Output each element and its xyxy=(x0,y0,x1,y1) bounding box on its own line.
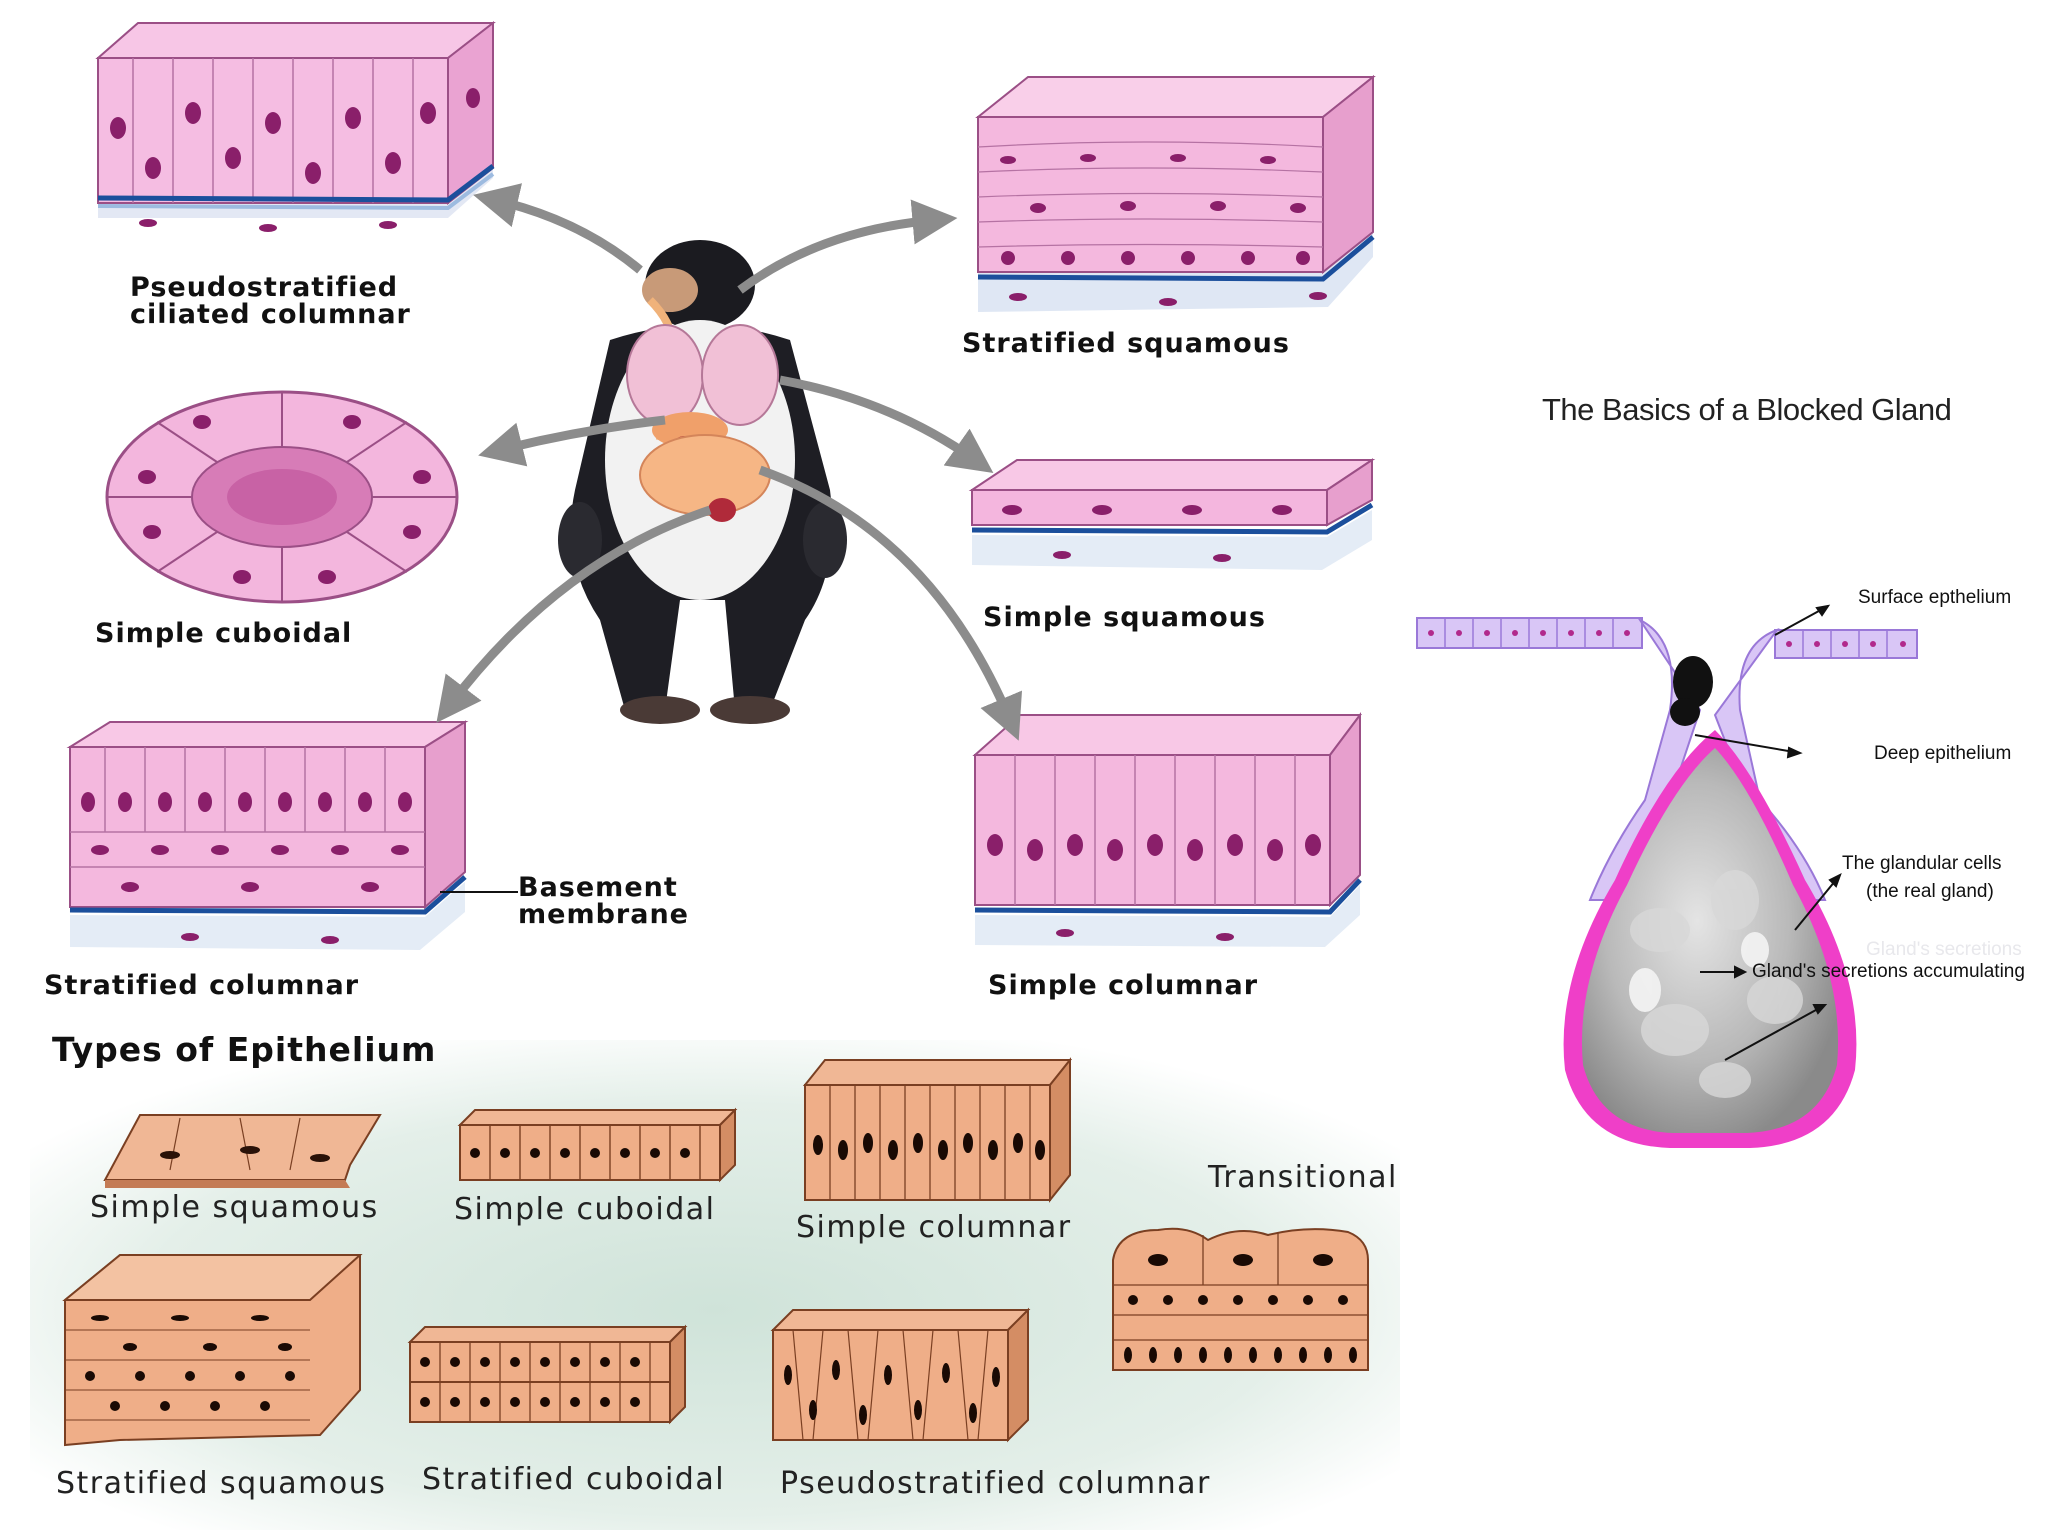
label-stratified-squamous: Stratified squamous xyxy=(962,328,1290,359)
tissue-ring-simple-cuboidal xyxy=(105,390,459,604)
tissue-block-stratified-squamous xyxy=(975,74,1376,312)
tissue-block-simple-squamous xyxy=(968,458,1376,570)
label-surface-epithelium: Surface epthelium xyxy=(1858,587,2012,608)
basement-membrane-pointer xyxy=(440,891,518,893)
label-tan-simple-columnar: Simple columnar xyxy=(796,1210,1072,1245)
gland-title: The Basics of a Blocked Gland xyxy=(1542,392,1952,427)
label-basement-membrane-line2: membrane xyxy=(518,899,689,930)
tan-stratified-squamous xyxy=(62,1254,363,1447)
bottom-title: Types of Epithelium xyxy=(52,1030,437,1069)
arrows-to-tissues xyxy=(436,183,1022,741)
label-simple-columnar: Simple columnar xyxy=(988,970,1259,1001)
tissue-block-simple-columnar xyxy=(972,712,1362,947)
blocked-gland-diagram xyxy=(1416,604,1918,1148)
label-simple-squamous: Simple squamous xyxy=(983,602,1266,633)
label-tan-transitional: Transitional xyxy=(1208,1160,1398,1195)
label-tan-pseudostratified-columnar: Pseudostratified columnar xyxy=(780,1466,1211,1501)
tan-simple-squamous xyxy=(103,1114,382,1188)
tan-transitional xyxy=(1112,1227,1369,1371)
label-faded-secretions: Gland's secretions xyxy=(1866,939,2022,960)
label-tan-stratified-squamous: Stratified squamous xyxy=(56,1466,387,1501)
label-simple-cuboidal: Simple cuboidal xyxy=(95,618,353,649)
label-deep-epithelium: Deep epithelium xyxy=(1874,743,2012,764)
tan-simple-columnar xyxy=(802,1057,1073,1203)
label-secretions-accumulating: Gland's secretions accumulating xyxy=(1752,961,2025,982)
label-stratified-columnar: Stratified columnar xyxy=(44,970,360,1001)
label-tan-simple-cuboidal: Simple cuboidal xyxy=(454,1192,716,1227)
label-basement-membrane-line1: Basement xyxy=(518,872,678,903)
tan-simple-cuboidal xyxy=(457,1107,738,1183)
tan-pseudostratified-columnar xyxy=(770,1307,1031,1443)
label-pseudostratified-line1: Pseudostratified xyxy=(130,272,399,303)
label-glandular-cells-line2: (the real gland) xyxy=(1866,881,1994,902)
label-tan-simple-squamous: Simple squamous xyxy=(90,1190,379,1225)
tan-stratified-cuboidal xyxy=(407,1324,688,1425)
label-tan-stratified-cuboidal: Stratified cuboidal xyxy=(422,1462,726,1497)
label-glandular-cells-line1: The glandular cells xyxy=(1842,853,2002,874)
label-pseudostratified-line2: ciliated columnar xyxy=(130,299,411,330)
